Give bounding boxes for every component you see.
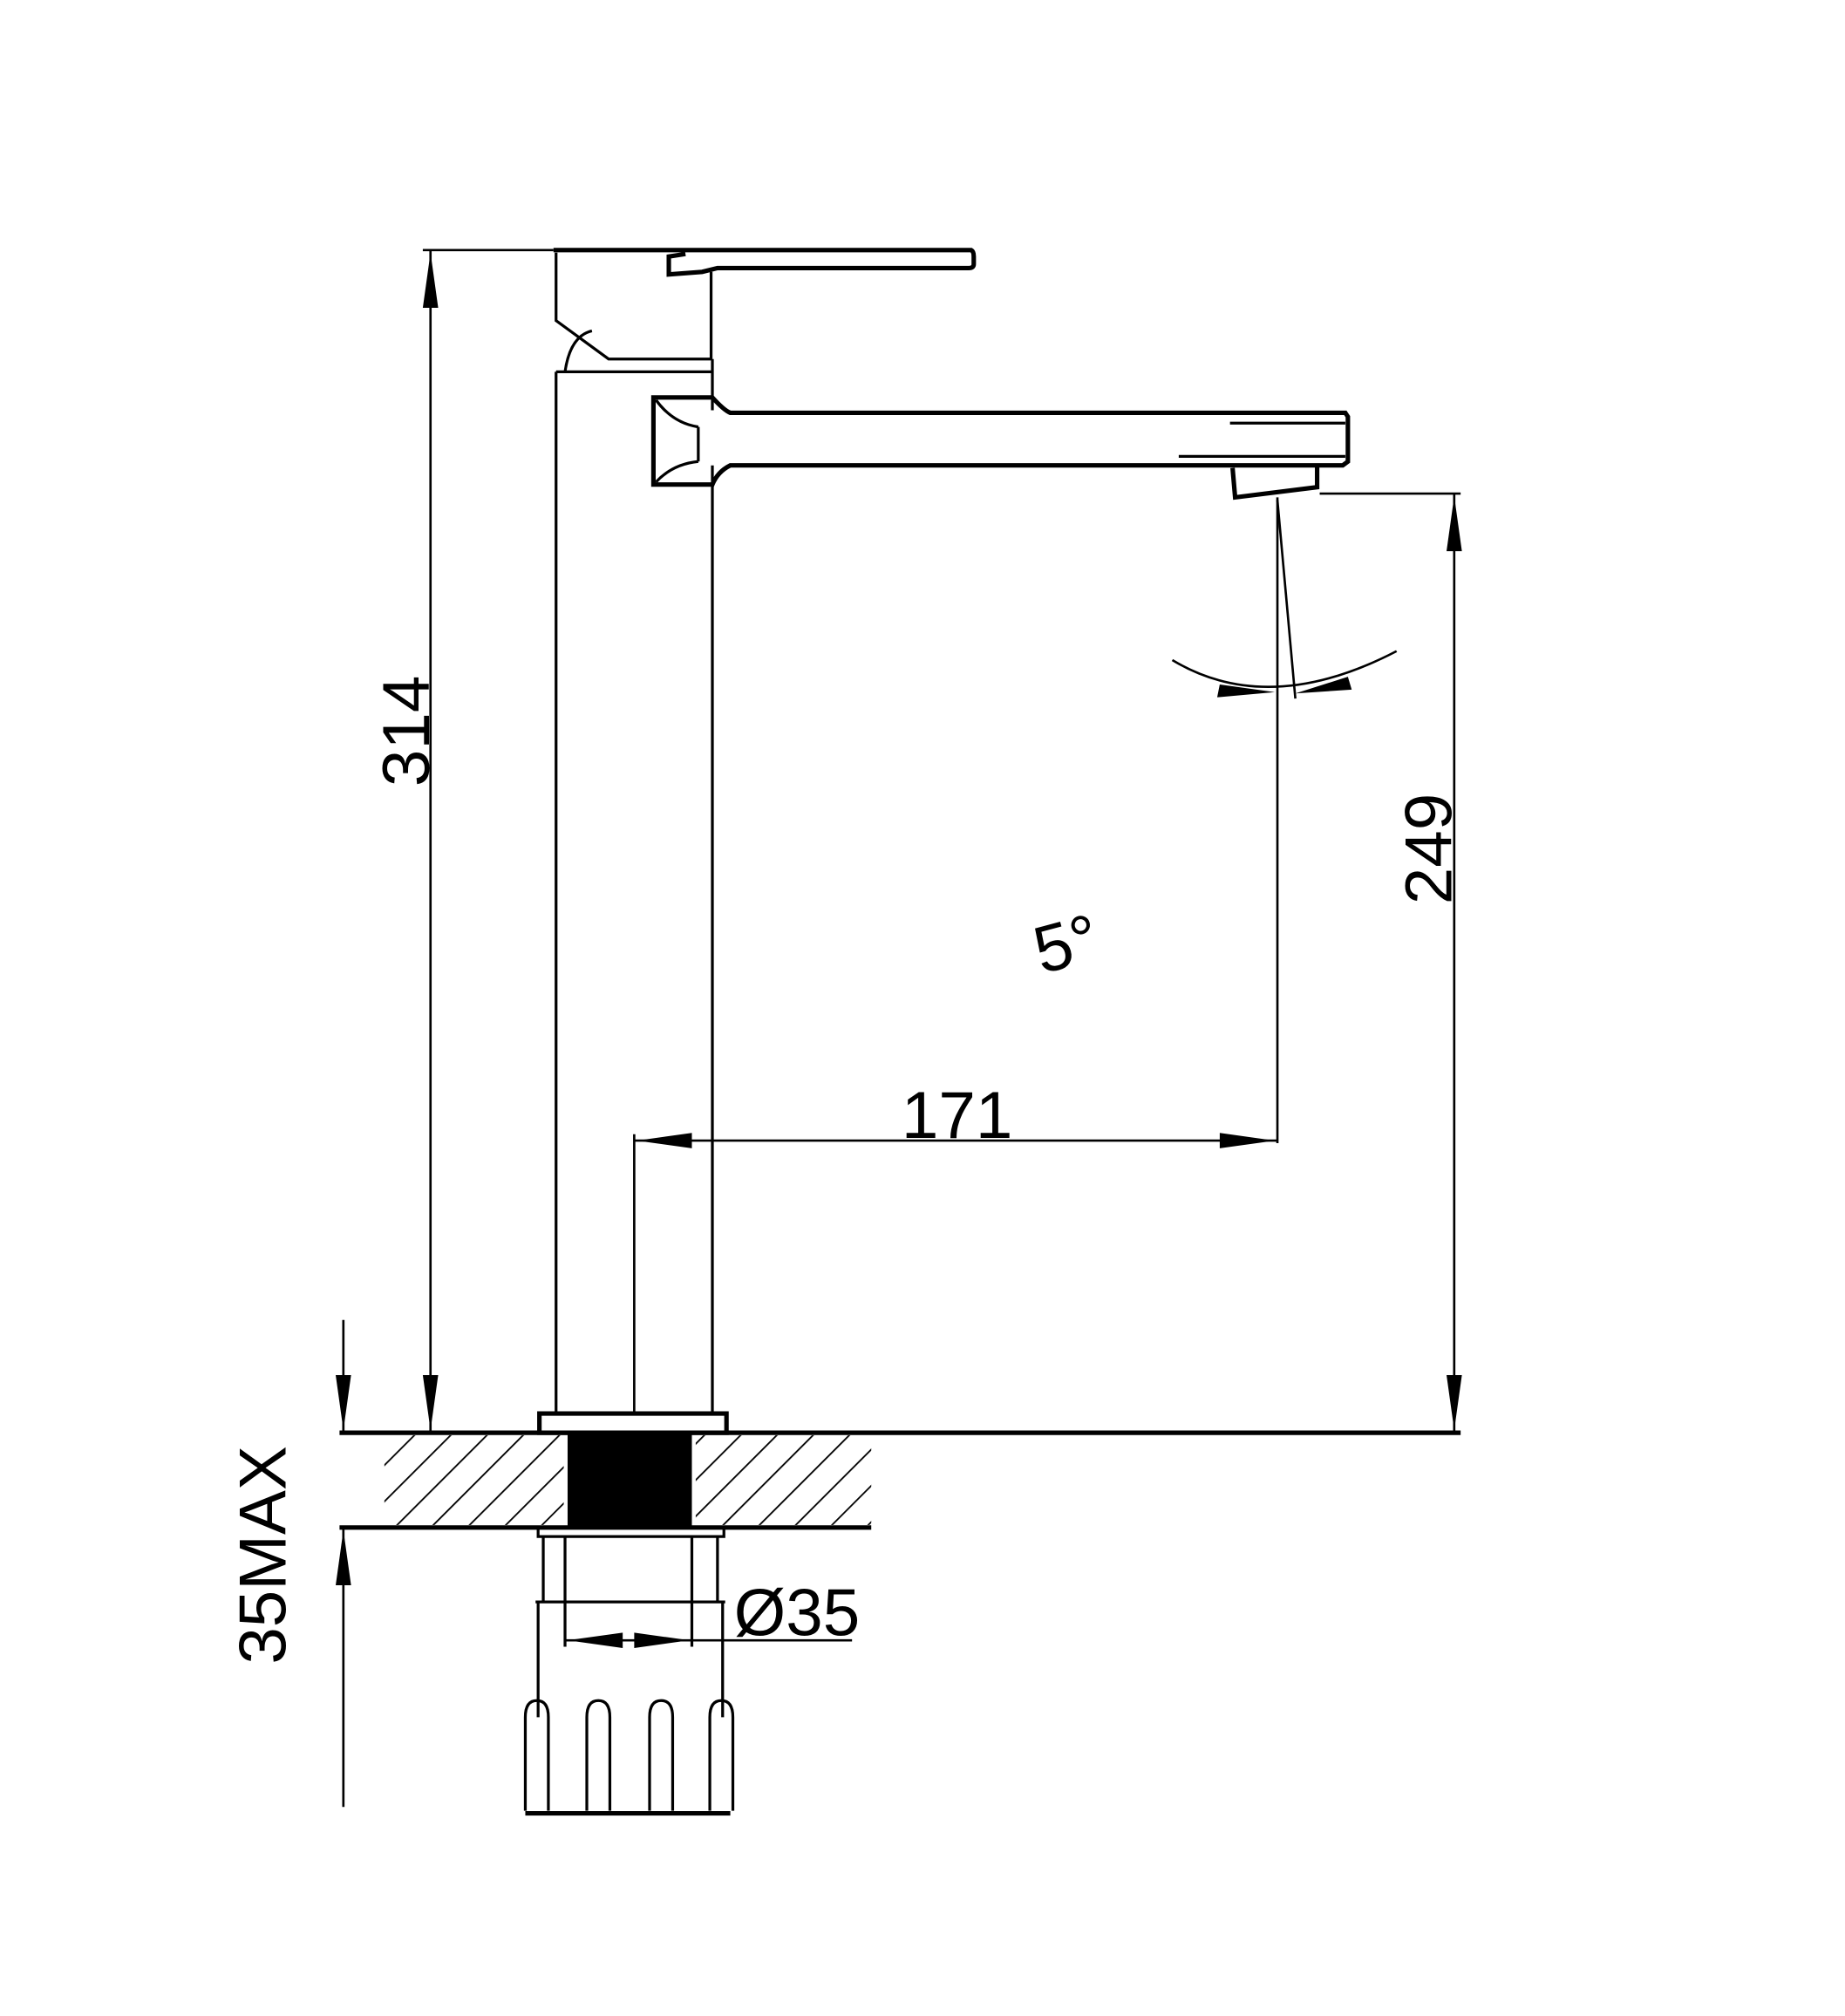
- base-flange: [537, 1411, 729, 1435]
- shank-section: [567, 1433, 692, 1528]
- dimension-171: 171: [633, 497, 1279, 1414]
- spout-detail: [655, 398, 1345, 483]
- spout: [650, 395, 1351, 487]
- dimension-35max: 35MAX: [227, 1319, 351, 1808]
- aerator: [1230, 465, 1320, 501]
- shank: [535, 1536, 725, 1718]
- dimension-label-249: 249: [1392, 793, 1467, 904]
- dimension-label-5deg: 5°: [1026, 901, 1107, 989]
- lever-handle: [553, 248, 977, 277]
- counter-section: [339, 1411, 1461, 1816]
- handle-cartridge: [555, 252, 713, 372]
- counter-hatch-left: [384, 1435, 564, 1525]
- dimension-314: 314: [370, 249, 554, 1434]
- counter-hatch-right: [695, 1435, 872, 1525]
- lower-flange: [536, 1526, 725, 1538]
- dimension-label-314: 314: [370, 676, 444, 787]
- faucet-body: [553, 248, 1351, 1414]
- dimension-label-diameter-35: Ø35: [734, 1576, 860, 1650]
- column: [555, 358, 714, 1414]
- fixing-nut: [523, 1699, 735, 1816]
- dimension-label-35max: 35MAX: [227, 1446, 301, 1665]
- dimension-angle-5: 5°: [1026, 500, 1398, 989]
- dimension-diameter-35: Ø35: [565, 1576, 860, 1650]
- dimension-249: 249: [1319, 492, 1467, 1434]
- dimension-label-171: 171: [902, 1079, 1012, 1153]
